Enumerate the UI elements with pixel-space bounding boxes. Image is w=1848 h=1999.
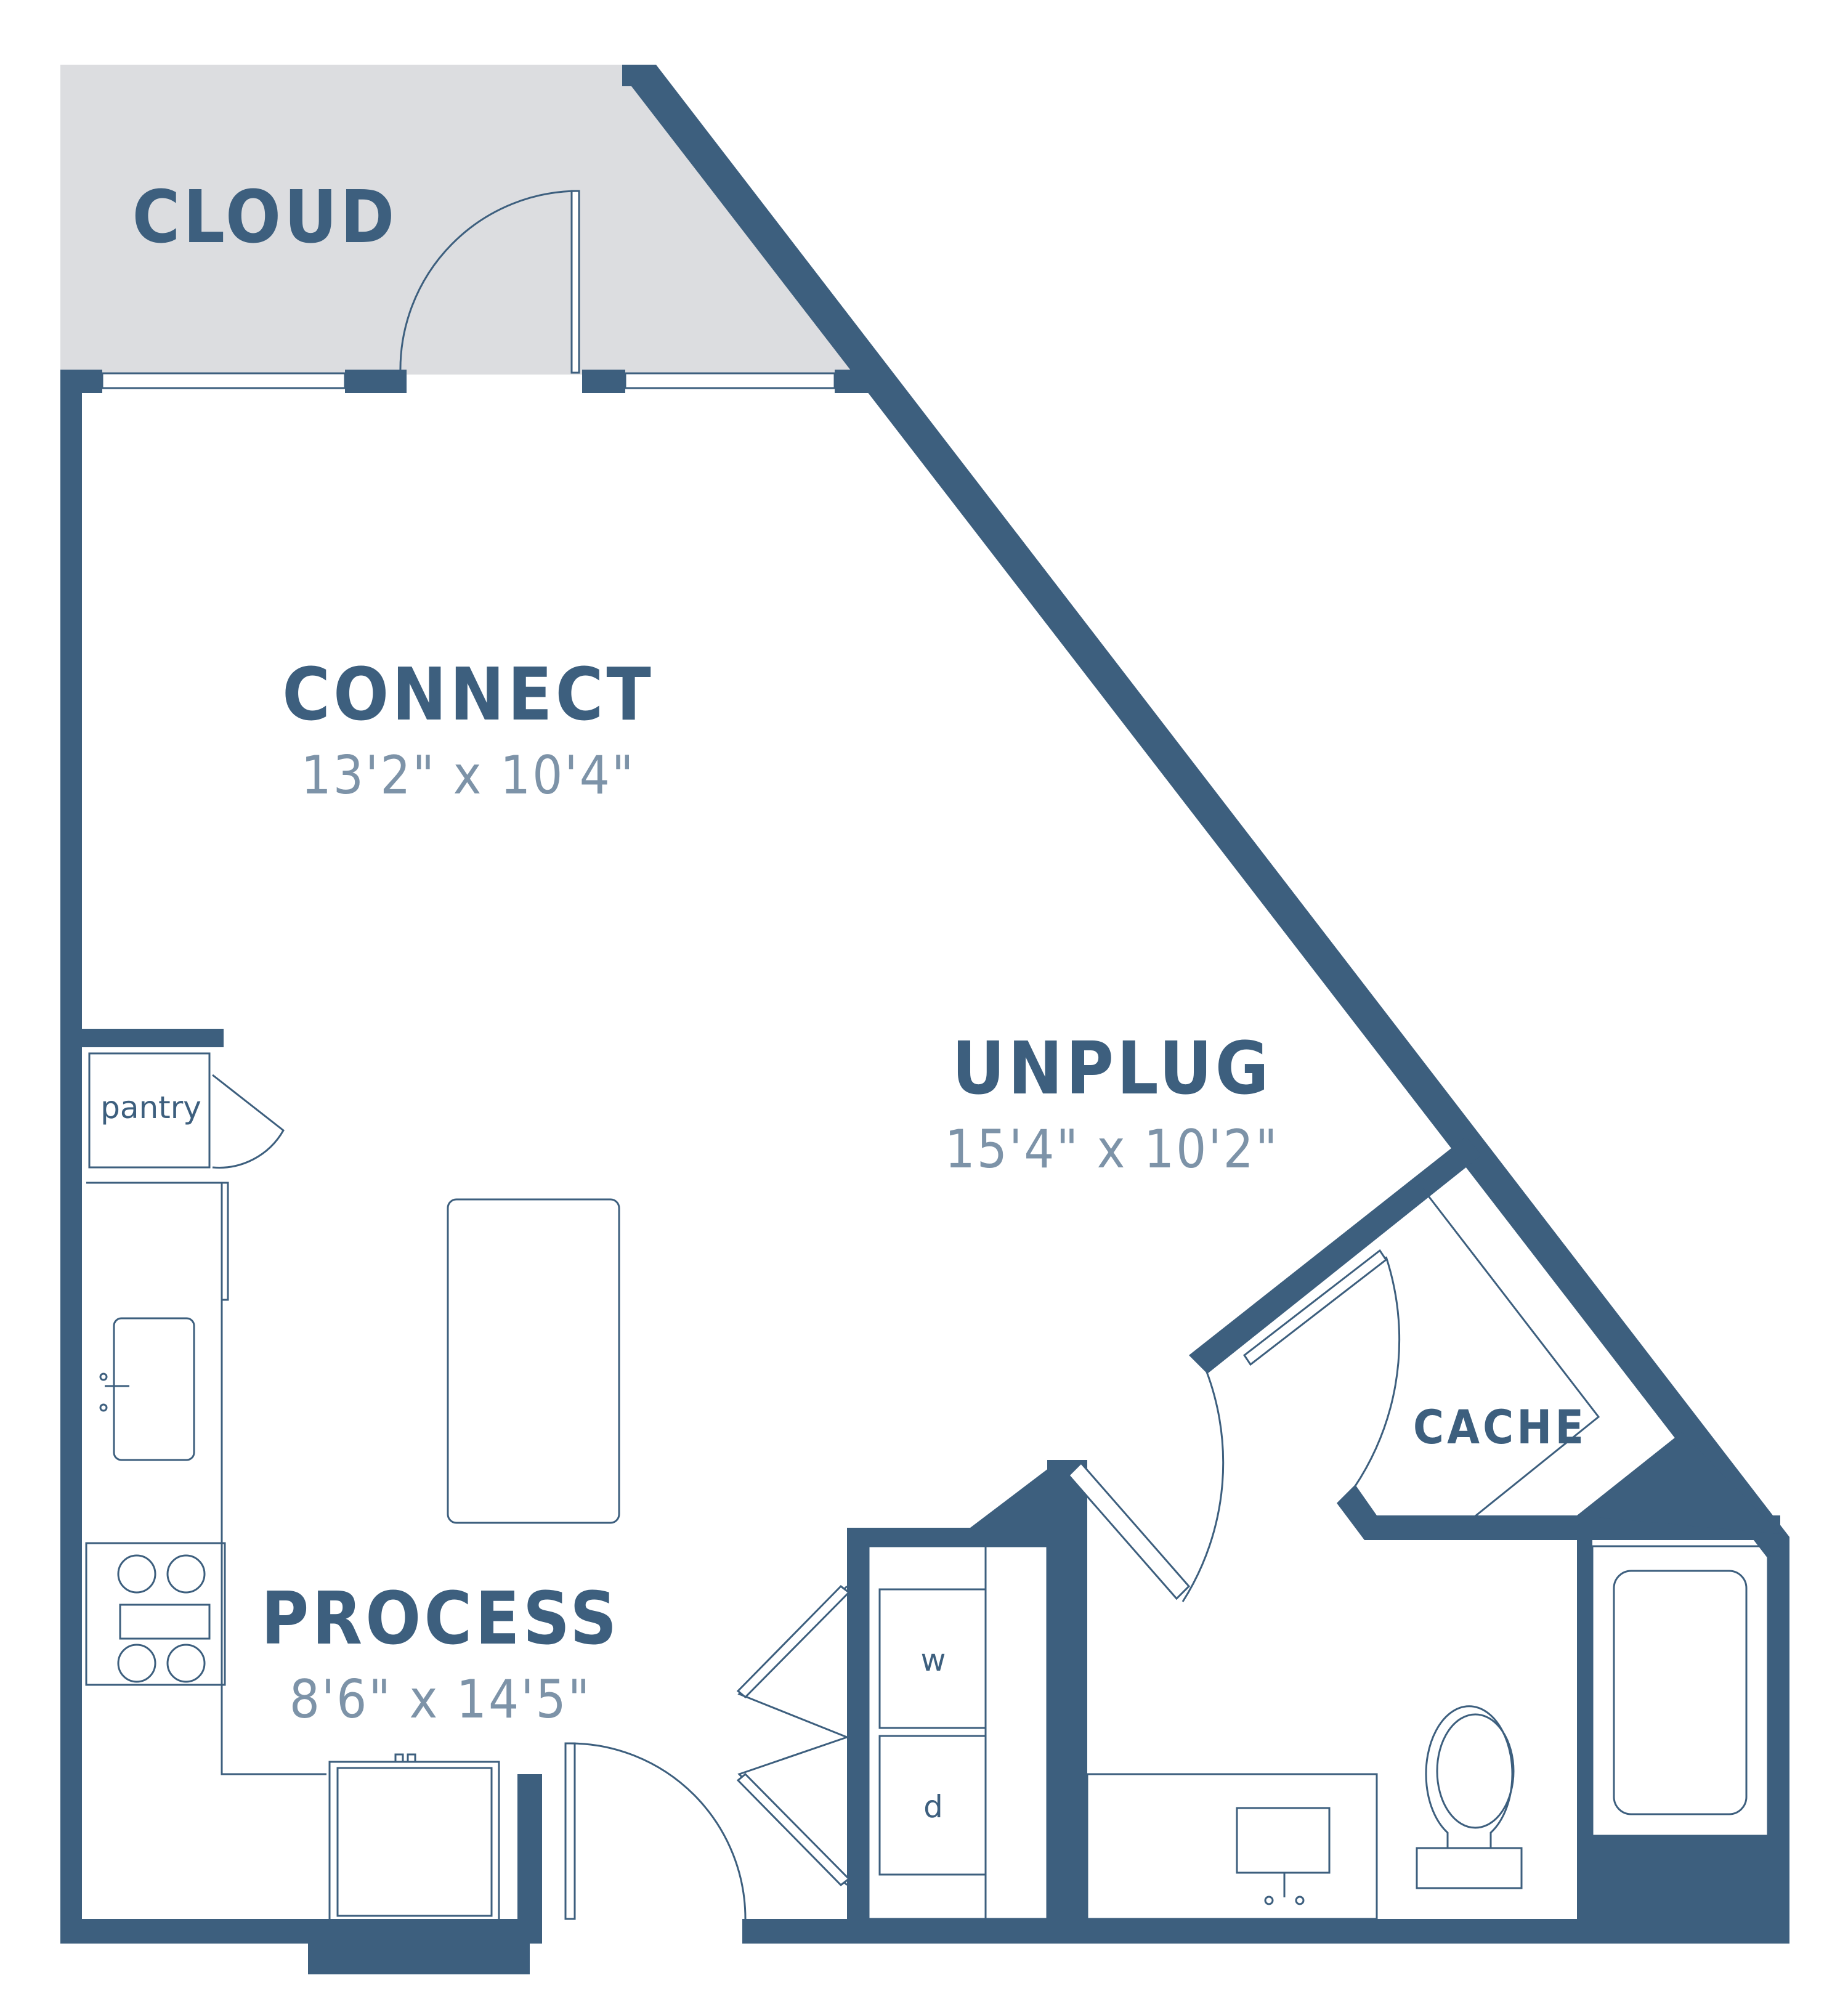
bathroom: [1086, 1545, 1769, 1920]
room-dimensions-connect: 13'2" x 10'4": [301, 745, 636, 806]
room-dimensions-process: 8'6" x 14'5": [290, 1669, 592, 1730]
balcony-area: [60, 65, 877, 375]
dryer-label: d: [923, 1789, 943, 1825]
kitchen: [85, 1182, 620, 1923]
room-label-unplug: UNPLUG: [952, 1026, 1272, 1111]
room-label-cloud: CLOUD: [132, 174, 398, 259]
room-label-cache: CACHE: [1413, 1400, 1587, 1454]
room-label-process: PROCESS: [261, 1576, 620, 1661]
windows-and-doors: [88, 190, 1600, 1920]
walls: [60, 65, 1789, 1974]
room-dimensions-unplug: 15'4" x 10'2": [945, 1119, 1279, 1180]
pantry-label: pantry: [100, 1090, 201, 1125]
room-label-connect: CONNECT: [282, 652, 654, 737]
washer-label: w: [921, 1642, 946, 1678]
laundry: [867, 1545, 1048, 1920]
